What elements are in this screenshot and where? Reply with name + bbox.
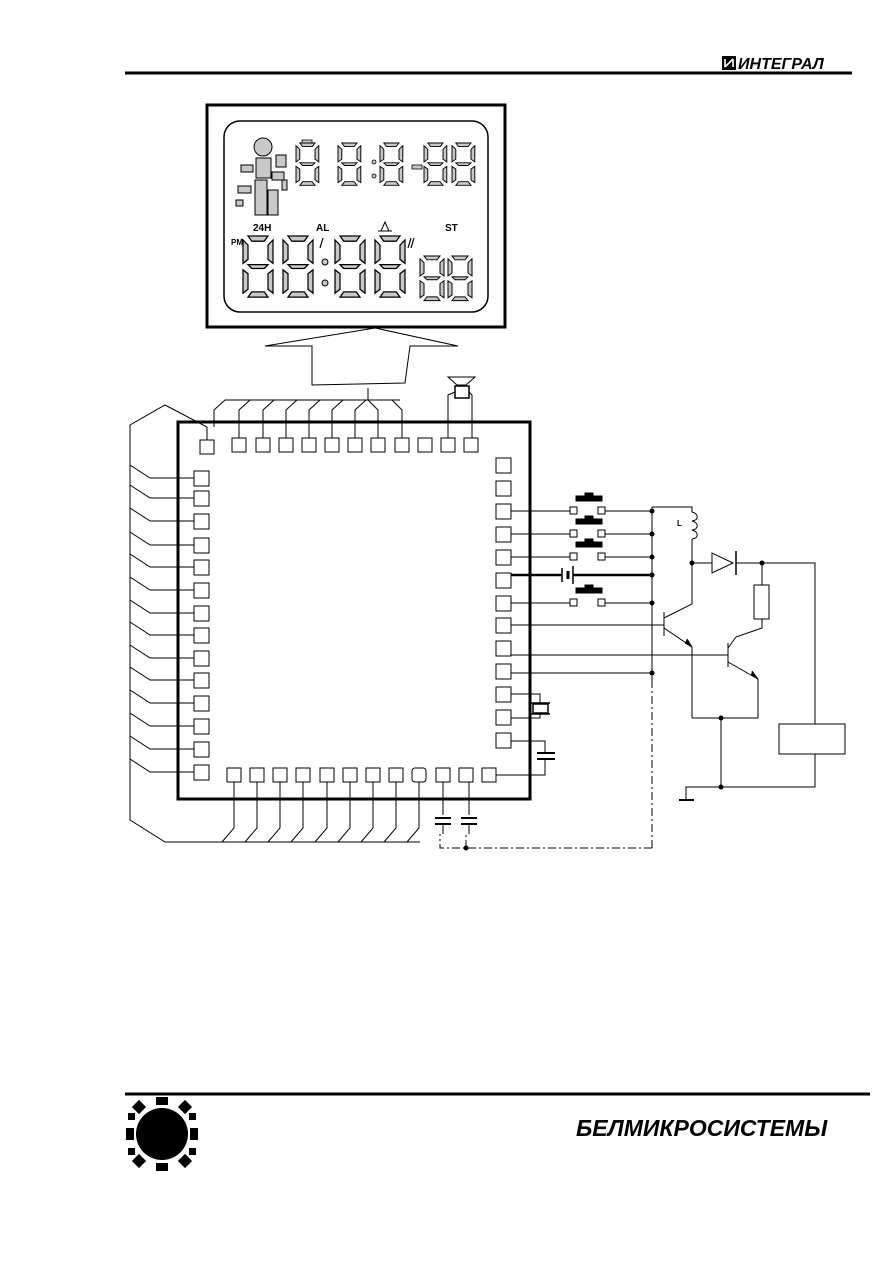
chip bbox=[176, 420, 532, 801]
lcd-label-al: AL bbox=[316, 223, 329, 234]
display-arrow bbox=[264, 327, 459, 386]
capacitor-icon bbox=[496, 740, 555, 776]
inductor-label: L bbox=[677, 519, 682, 528]
crystal-oscillator bbox=[511, 693, 550, 719]
transistor-icon bbox=[727, 636, 759, 718]
push-button bbox=[511, 584, 652, 607]
lcd-top-minus bbox=[411, 164, 423, 170]
lcd-colon-dot bbox=[321, 258, 329, 266]
bell-icon bbox=[378, 220, 392, 232]
lcd-label-24h: 24H bbox=[253, 223, 271, 234]
chip-body bbox=[176, 420, 532, 801]
output-block bbox=[778, 723, 846, 755]
runner-icon bbox=[235, 137, 288, 216]
push-button bbox=[511, 492, 652, 515]
lcd-display: 24H AL ST PM bbox=[205, 103, 507, 329]
sun-logo bbox=[126, 1097, 198, 1171]
booster-circuit bbox=[511, 506, 846, 801]
lcd-top-row bbox=[295, 139, 476, 186]
footer-brand: БЕЛМИКРОСИСТЕМЫ bbox=[576, 1115, 828, 1141]
chip-right-pins bbox=[495, 457, 512, 749]
button-set bbox=[439, 492, 653, 849]
resistor-icon bbox=[753, 584, 770, 620]
lcd-bottom-row bbox=[242, 235, 473, 302]
header-brand: ИНТЕГРАЛ bbox=[738, 56, 825, 73]
header-logo: ИНТЕГРАЛ bbox=[722, 56, 825, 73]
lcd-label-pm: PM bbox=[231, 238, 243, 247]
push-button bbox=[511, 538, 652, 561]
bottom-capacitors bbox=[435, 782, 477, 834]
inductor-icon bbox=[691, 511, 698, 540]
piezo-buzzer bbox=[446, 376, 477, 438]
battery-icon bbox=[511, 566, 652, 584]
chip-bottom-pins bbox=[226, 767, 497, 783]
lcd-top-colon-dot bbox=[371, 173, 377, 179]
push-button bbox=[511, 515, 652, 538]
lcd-label-st: ST bbox=[445, 223, 458, 234]
lcd-top-colon-dot bbox=[371, 159, 377, 165]
lcd-tick-mark bbox=[319, 237, 415, 249]
lcd-bus-wiring bbox=[129, 388, 420, 843]
diode-icon bbox=[711, 552, 735, 574]
lcd-colon-dot bbox=[321, 279, 329, 287]
